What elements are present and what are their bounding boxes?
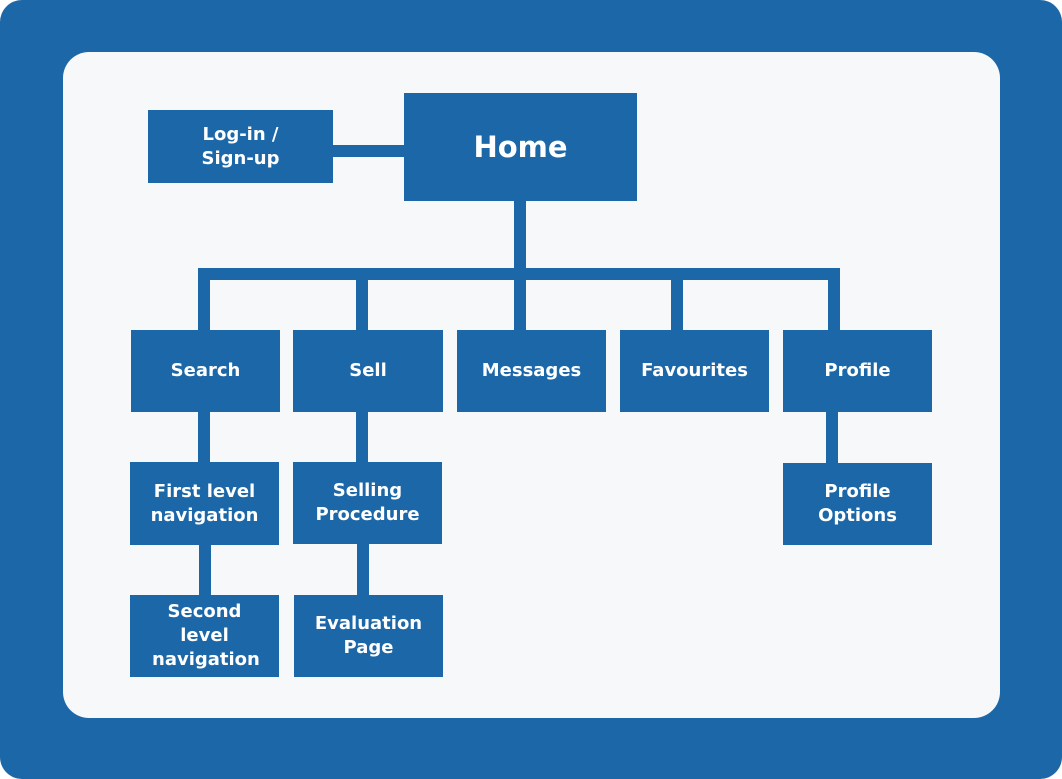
node-evaluation-page-label: Evaluation Page: [314, 613, 423, 658]
edge-selling-evaluation: [357, 543, 369, 596]
edge-profile-options: [826, 411, 838, 464]
node-profile: Profile: [783, 330, 932, 412]
node-sell-label: Sell: [349, 360, 387, 381]
node-search-label: Search: [170, 360, 241, 381]
edge-bus-profile: [828, 268, 840, 331]
edge-search-first-level: [198, 411, 210, 463]
node-favourites: Favourites: [620, 330, 769, 412]
node-home-label: Home: [473, 130, 568, 164]
node-evaluation-page: Evaluation Page: [294, 595, 443, 677]
node-messages: Messages: [457, 330, 606, 412]
node-selling-procedure: Selling Procedure: [293, 462, 442, 544]
node-login-signup-label: Log-in / Sign-up: [201, 123, 280, 169]
edge-login-home: [332, 145, 405, 157]
node-favourites-label: Favourites: [641, 360, 748, 381]
node-home: Home: [404, 93, 637, 201]
node-selling-procedure-label: Selling Procedure: [315, 480, 420, 525]
node-first-level-navigation-label: First level navigation: [150, 480, 259, 526]
edge-first-second-level: [199, 544, 211, 596]
node-profile-label: Profile: [824, 360, 891, 381]
node-profile-options-label: Profile Options: [818, 481, 897, 526]
node-second-level-navigation: Second level navigation: [130, 595, 279, 677]
node-second-level-navigation-label: Second level navigation: [152, 601, 260, 670]
node-messages-label: Messages: [481, 360, 582, 381]
edge-bus-favourites: [671, 268, 683, 331]
node-profile-options: Profile Options: [783, 463, 932, 545]
edge-bus-messages: [514, 268, 526, 331]
node-first-level-navigation: First level navigation: [130, 462, 279, 545]
node-login-signup: Log-in / Sign-up: [148, 110, 333, 183]
edge-sell-selling-procedure: [356, 411, 368, 463]
edge-bus-sell: [356, 268, 368, 331]
node-search: Search: [131, 330, 280, 412]
node-sell: Sell: [293, 330, 443, 412]
edge-home-trunk: [514, 200, 526, 270]
edge-bus-search: [198, 268, 210, 331]
